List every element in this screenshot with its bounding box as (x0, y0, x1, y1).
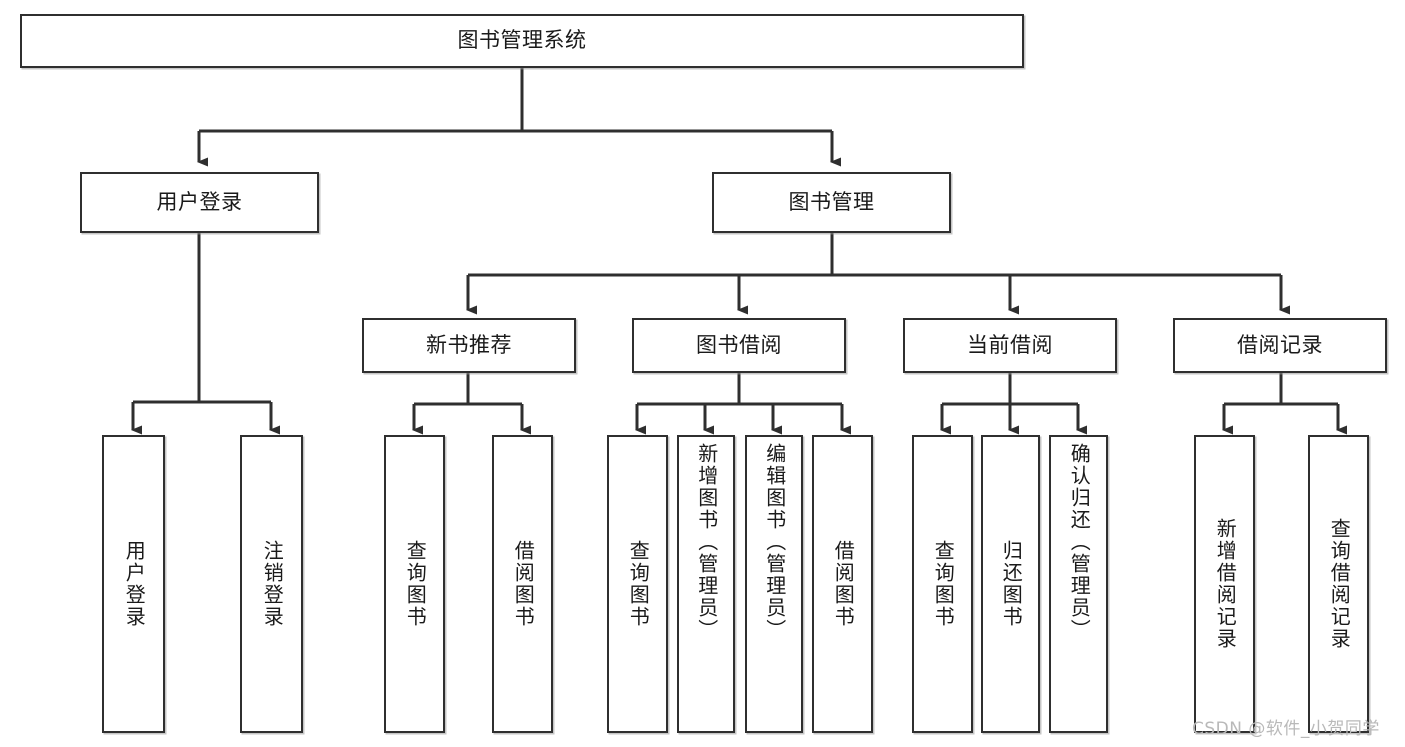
node-label: 查询借阅记录 (1327, 518, 1352, 650)
node-label: 借阅图书 (831, 540, 856, 628)
node-label: 当前借阅 (967, 332, 1053, 357)
node-label: 用户登录 (156, 189, 243, 214)
leaf-query-book-current[interactable]: 查询图书 (912, 435, 973, 733)
node-label: 查询图书 (931, 540, 956, 628)
node-label: 确认归还（管理员） (1067, 443, 1092, 641)
leaf-add-borrow-record[interactable]: 新增借阅记录 (1194, 435, 1255, 733)
node-book-manage[interactable]: 图书管理 (712, 172, 951, 233)
node-label: 编辑图书（管理员） (762, 443, 787, 641)
node-current-borrow[interactable]: 当前借阅 (903, 318, 1117, 373)
watermark-text: CSDN @软件_小贺同学 (1192, 719, 1380, 739)
leaf-edit-book-admin[interactable]: 编辑图书（管理员） (745, 435, 803, 733)
node-label: 查询图书 (626, 540, 651, 628)
leaf-query-book-borrow[interactable]: 查询图书 (607, 435, 668, 733)
node-label: 借阅记录 (1237, 332, 1323, 357)
node-label: 新书推荐 (426, 332, 512, 357)
leaf-add-book-admin[interactable]: 新增图书（管理员） (677, 435, 735, 733)
node-label: 新增图书（管理员） (694, 443, 719, 641)
leaf-borrow-book-recommend[interactable]: 借阅图书 (492, 435, 553, 733)
leaf-query-borrow-record[interactable]: 查询借阅记录 (1308, 435, 1369, 733)
leaf-borrow-book-borrow[interactable]: 借阅图书 (812, 435, 873, 733)
leaf-query-book-recommend[interactable]: 查询图书 (384, 435, 445, 733)
node-label: 注销登录 (260, 540, 285, 628)
node-book-borrow[interactable]: 图书借阅 (632, 318, 846, 373)
leaf-return-book[interactable]: 归还图书 (981, 435, 1040, 733)
node-label: 图书管理系统 (457, 28, 587, 53)
leaf-user-login[interactable]: 用户登录 (102, 435, 165, 733)
node-label: 归还图书 (999, 540, 1024, 628)
node-user-login[interactable]: 用户登录 (80, 172, 319, 233)
node-borrow-record[interactable]: 借阅记录 (1173, 318, 1387, 373)
node-label: 图书管理 (788, 189, 875, 214)
node-label: 图书借阅 (696, 332, 782, 357)
node-label: 新增借阅记录 (1213, 518, 1238, 650)
node-label: 借阅图书 (511, 540, 536, 628)
node-new-book-recommend[interactable]: 新书推荐 (362, 318, 576, 373)
node-label: 查询图书 (403, 540, 428, 628)
node-root-system[interactable]: 图书管理系统 (20, 14, 1024, 68)
leaf-logout-login[interactable]: 注销登录 (240, 435, 303, 733)
node-label: 用户登录 (122, 540, 147, 628)
leaf-confirm-return-admin[interactable]: 确认归还（管理员） (1049, 435, 1108, 733)
